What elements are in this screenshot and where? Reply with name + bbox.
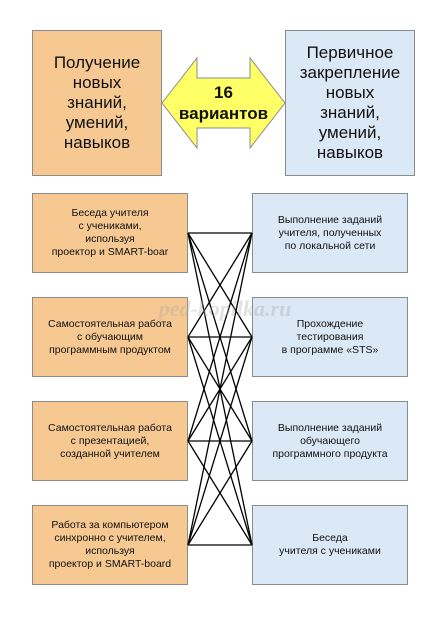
left-activity-1: Беседа учителя с учениками, используя пр… xyxy=(32,193,188,273)
connector-4-1 xyxy=(187,232,253,546)
connector-4-3 xyxy=(187,440,253,546)
consolidation-header: Первичное закрепление новых знаний, умен… xyxy=(285,30,415,176)
right-activity-2: Прохождение тестирования в программе «ST… xyxy=(252,297,408,377)
double-arrow-shape xyxy=(161,56,286,150)
left-activity-4: Работа за компьютером синхронно с учител… xyxy=(32,505,188,585)
right-activity-4: Беседа учителя с учениками xyxy=(252,505,408,585)
connector-3-1 xyxy=(187,232,253,442)
watermark: ped-kopilka.ru xyxy=(158,296,292,321)
right-activity-3: Выполнение заданий обучающего программно… xyxy=(252,401,408,481)
right-activity-1: Выполнение заданий учителя, полученных п… xyxy=(252,193,408,273)
acquisition-header: Получение новых знаний, умений, навыков xyxy=(32,30,162,176)
left-activity-2: Самостоятельная работа с обучающим прогр… xyxy=(32,297,188,377)
variants-label: 16 вариантов xyxy=(178,83,269,123)
connector-4-2 xyxy=(187,336,253,546)
connector-2-1 xyxy=(187,232,253,338)
left-activity-3: Самостоятельная работа с презентацией, с… xyxy=(32,401,188,481)
